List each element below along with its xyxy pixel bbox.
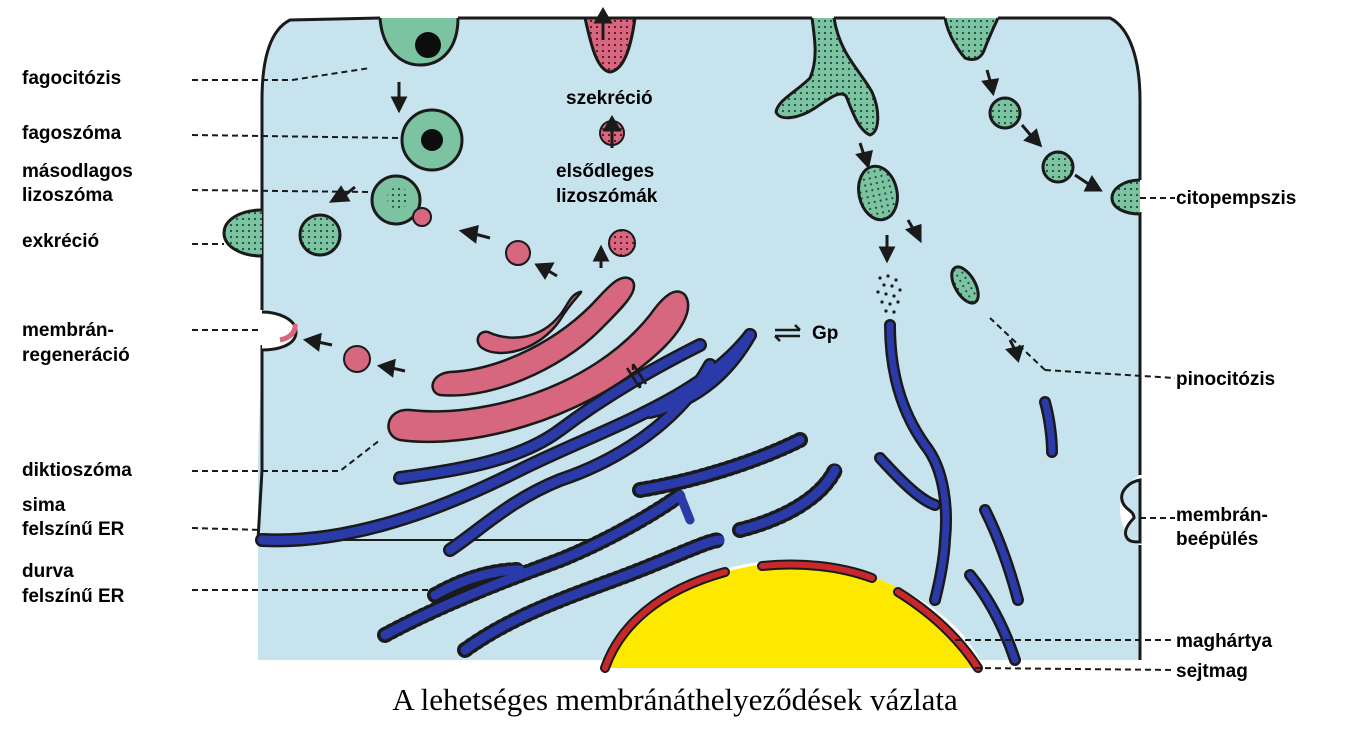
secondary-lysosome-core (387, 187, 409, 209)
citopempsis-vesicle-1 (988, 96, 1022, 130)
label-sima-er-line1: sima (22, 495, 66, 516)
label-membran-regen-line1: membrán- (22, 320, 114, 341)
dissolving-vesicle (876, 274, 902, 314)
label-diktioszoma: diktioszóma (22, 460, 132, 481)
small-pink-vesicle (412, 207, 432, 227)
golgi-vesicle-2 (343, 345, 371, 373)
label-citopempszis: citopempszis (1176, 188, 1297, 209)
label-membran-beep-line2: beépülés (1176, 529, 1259, 550)
label-exkrecio: exkréció (22, 231, 100, 252)
dictyosome (387, 276, 690, 444)
label-elsodleges-line1: elsődleges (556, 161, 655, 182)
label-elsodleges-line2: lizoszómák (556, 186, 658, 207)
label-durva-er-line2: felszínű ER (22, 586, 125, 607)
membrane-regeneration-pink (279, 323, 298, 343)
label-pinocitozis: pinocitózis (1176, 369, 1276, 390)
pinocytosis-invagination (774, 17, 880, 137)
smooth-er-fill (257, 330, 755, 555)
label-fagocitozis: fagocitózis (22, 68, 122, 89)
excretion-vesicle (298, 213, 342, 257)
pinocytic-vesicle-2 (950, 265, 980, 305)
nucleus (605, 562, 978, 668)
rough-er-fill (380, 435, 840, 655)
figure-caption: A lehetséges membránáthelyeződések vázla… (392, 682, 958, 717)
right-er (876, 321, 1056, 664)
label-membran-beep-line1: membrán- (1176, 505, 1268, 526)
secretion-vesicle (583, 16, 637, 74)
citopempsis-entry (943, 17, 1000, 62)
label-szekrecio: szekréció (566, 88, 653, 109)
label-masodlagos-line1: másodlagos (22, 161, 133, 182)
excretion-bulge (222, 208, 263, 258)
arrows (302, 7, 1103, 378)
citopempsis-vesicle-2 (1041, 150, 1075, 184)
equilibrium-arrows (625, 324, 801, 389)
phagocytosis-particle (415, 32, 441, 58)
label-masodlagos-line2: lizoszóma (22, 185, 113, 206)
primary-lysosome-mid (608, 229, 636, 257)
label-sima-er-line2: felszínű ER (22, 519, 125, 540)
golgi-vesicle-1 (505, 240, 531, 266)
membrane-insertion-vesicle (1120, 478, 1142, 544)
leader-lines (191, 67, 1176, 671)
citopempsis-exit (1110, 178, 1141, 216)
label-durva-er-line1: durva (22, 561, 74, 582)
label-sejtmag: sejtmag (1176, 661, 1248, 682)
phagosome-particle (421, 129, 443, 151)
nuclear-envelope-red (602, 561, 981, 671)
pinocytic-vesicle-1 (857, 164, 899, 222)
label-gp: Gp (812, 323, 839, 344)
label-membran-regen-line2: regeneráció (22, 345, 130, 366)
label-fagoszoma: fagoszóma (22, 123, 122, 144)
label-maghartya: maghártya (1176, 631, 1273, 652)
